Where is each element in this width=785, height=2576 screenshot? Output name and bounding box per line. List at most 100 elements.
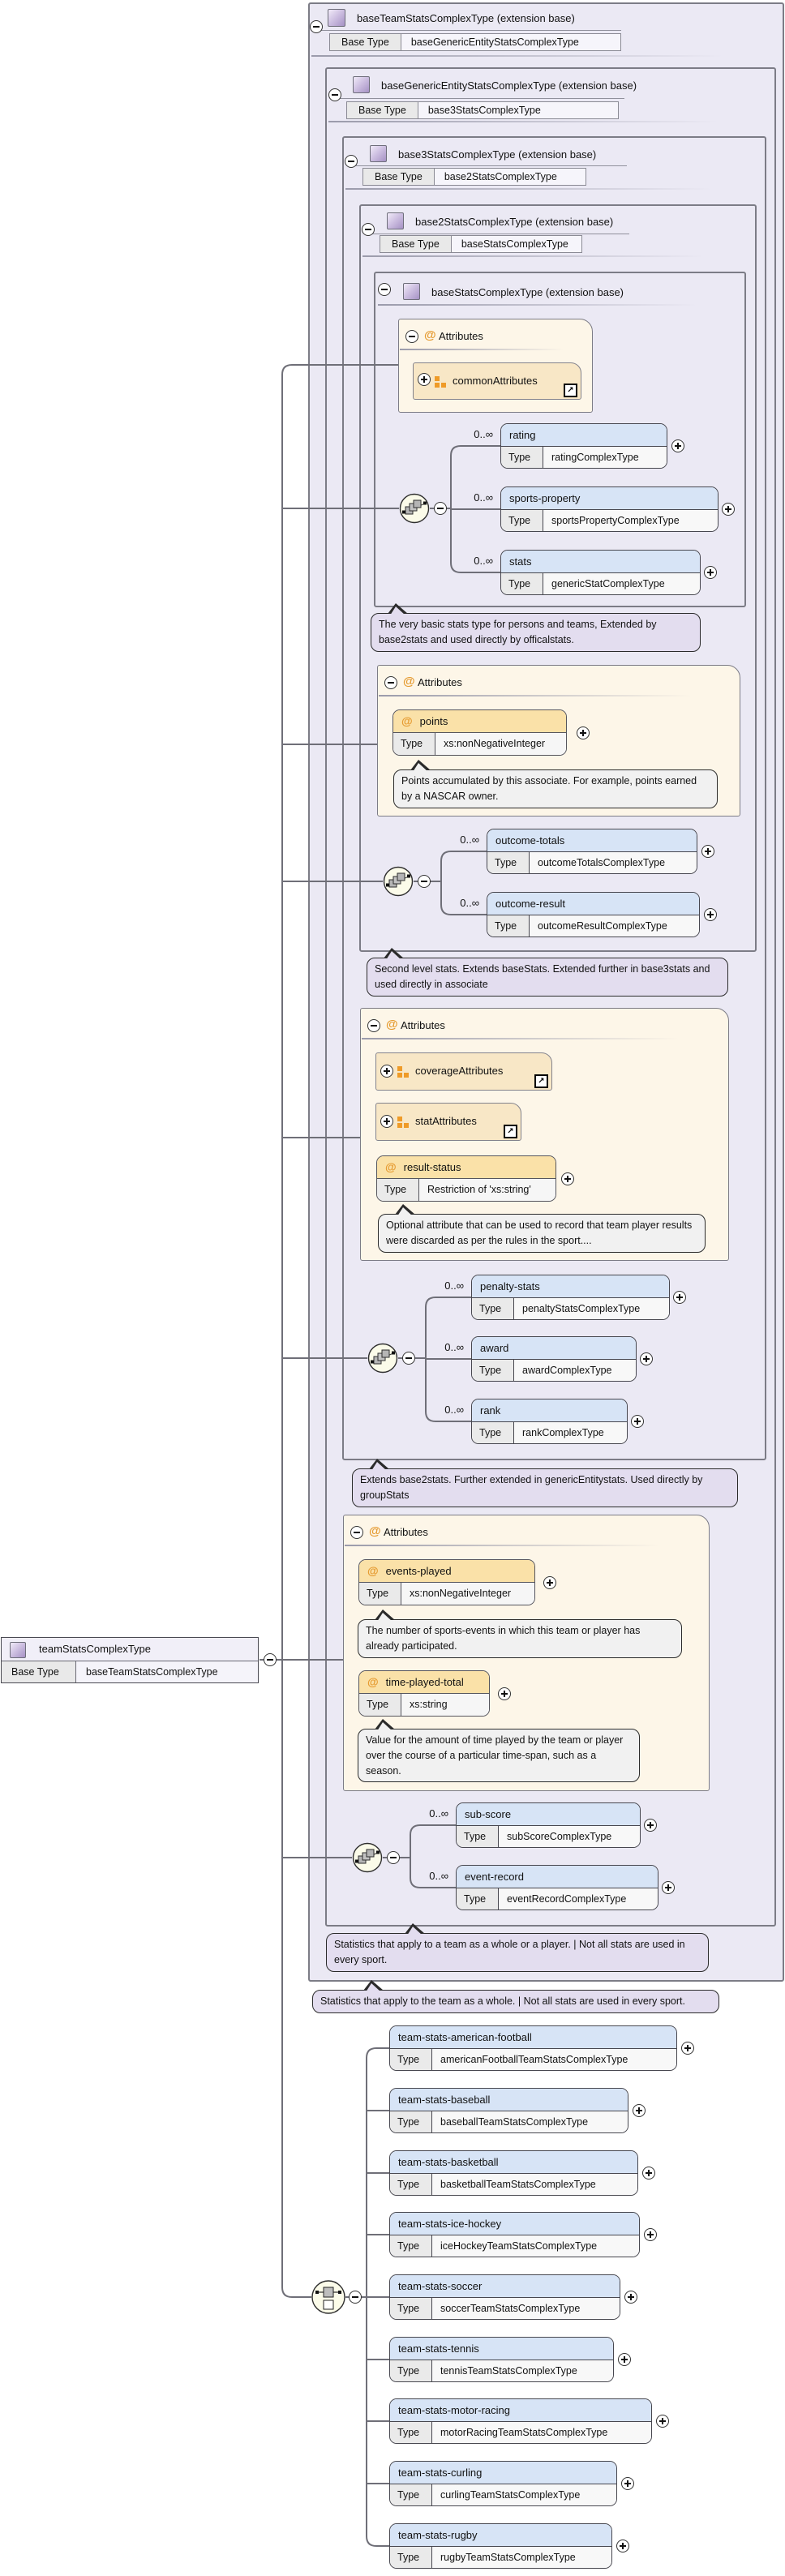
- sequence-icon[interactable]: [367, 1343, 398, 1378]
- attribute-name: points: [419, 715, 448, 727]
- expand-icon[interactable]: [671, 439, 684, 452]
- collapse-icon[interactable]: [328, 88, 341, 101]
- expand-icon[interactable]: [561, 1172, 574, 1185]
- collapse-icon[interactable]: [349, 2291, 362, 2304]
- type-title: base3StatsComplexType (extension base): [398, 148, 597, 161]
- expand-icon[interactable]: [656, 2415, 669, 2428]
- expand-icon[interactable]: [722, 503, 735, 516]
- expand-icon[interactable]: [673, 1291, 686, 1304]
- expand-icon[interactable]: [418, 373, 431, 386]
- expand-icon[interactable]: [644, 1819, 657, 1832]
- collapse-icon[interactable]: [434, 502, 447, 515]
- at-sign-icon: @: [369, 1524, 381, 1538]
- element-name: team-stats-motor-racing: [390, 2399, 651, 2422]
- expand-icon[interactable]: [577, 727, 590, 739]
- collapse-icon[interactable]: [418, 875, 431, 888]
- type-box-teamStatsComplexType[interactable]: teamStatsComplexType Base Type baseTeamS…: [1, 1637, 259, 1683]
- expand-icon[interactable]: [701, 845, 714, 858]
- at-sign-icon: @: [367, 1564, 379, 1577]
- type-value: ratingComplexType: [543, 447, 667, 468]
- collapse-icon[interactable]: [402, 1352, 415, 1365]
- sequence-icon[interactable]: [383, 866, 414, 901]
- collapse-icon[interactable]: [345, 155, 358, 168]
- expand-icon[interactable]: [662, 1881, 675, 1894]
- link-icon[interactable]: [564, 384, 577, 397]
- occurrence-label: 0..∞: [429, 1870, 448, 1882]
- expand-icon[interactable]: [498, 1687, 511, 1700]
- expand-icon[interactable]: [624, 2291, 637, 2304]
- expand-icon[interactable]: [642, 2167, 655, 2180]
- type-title: baseTeamStatsComplexType (extension base…: [357, 12, 575, 24]
- expand-icon[interactable]: [704, 908, 717, 921]
- link-icon[interactable]: [504, 1125, 517, 1138]
- link-icon[interactable]: [534, 1074, 548, 1088]
- expand-icon[interactable]: [621, 2477, 634, 2490]
- type-label: Type: [457, 1888, 499, 1909]
- attr-group-statAttributes[interactable]: statAttributes: [375, 1103, 521, 1141]
- collapse-icon[interactable]: [350, 1526, 363, 1539]
- type-value: eventRecordComplexType: [499, 1888, 658, 1909]
- attr-group-coverageAttributes[interactable]: coverageAttributes: [375, 1052, 552, 1091]
- attr-group-icon: [397, 1066, 409, 1078]
- expand-icon[interactable]: [380, 1065, 393, 1078]
- collapse-icon[interactable]: [264, 1653, 277, 1666]
- collapse-icon[interactable]: [378, 283, 391, 296]
- element-name: team-stats-rugby: [390, 2524, 611, 2547]
- complextype-icon: [387, 212, 404, 229]
- choice-icon[interactable]: [311, 2280, 345, 2318]
- type-value: awardComplexType: [514, 1360, 636, 1381]
- expand-icon[interactable]: [640, 1352, 653, 1365]
- base-type-label: Base Type: [347, 102, 418, 118]
- expand-icon[interactable]: [616, 2540, 629, 2552]
- element-name: stats: [501, 551, 700, 573]
- type-value: americanFootballTeamStatsComplexType: [432, 2049, 676, 2070]
- attr-group-commonAttributes[interactable]: commonAttributes: [413, 362, 581, 400]
- sequence-icon[interactable]: [352, 1842, 383, 1877]
- expand-icon[interactable]: [644, 2228, 657, 2241]
- expand-icon[interactable]: [380, 1115, 393, 1128]
- expand-icon[interactable]: [681, 2042, 694, 2055]
- expand-icon[interactable]: [631, 1415, 644, 1428]
- element-name: team-stats-baseball: [390, 2089, 628, 2111]
- collapse-icon[interactable]: [405, 330, 418, 343]
- type-value: basketballTeamStatsComplexType: [432, 2174, 637, 2195]
- base-type-row: Base Type base2StatsComplexType: [362, 168, 586, 186]
- expand-icon[interactable]: [618, 2353, 631, 2366]
- type-label: Type: [501, 510, 543, 531]
- at-sign-icon: @: [367, 1675, 379, 1688]
- collapse-icon[interactable]: [384, 676, 397, 689]
- collapse-icon[interactable]: [367, 1019, 380, 1032]
- collapse-icon[interactable]: [310, 20, 323, 33]
- expand-icon[interactable]: [704, 566, 717, 579]
- expand-icon[interactable]: [633, 2104, 646, 2117]
- type-label: Type: [457, 1826, 499, 1847]
- sequence-icon[interactable]: [399, 493, 430, 528]
- collapse-icon[interactable]: [362, 223, 375, 236]
- collapse-icon[interactable]: [387, 1851, 400, 1864]
- expand-icon[interactable]: [543, 1576, 556, 1589]
- type-label: Type: [359, 1694, 401, 1716]
